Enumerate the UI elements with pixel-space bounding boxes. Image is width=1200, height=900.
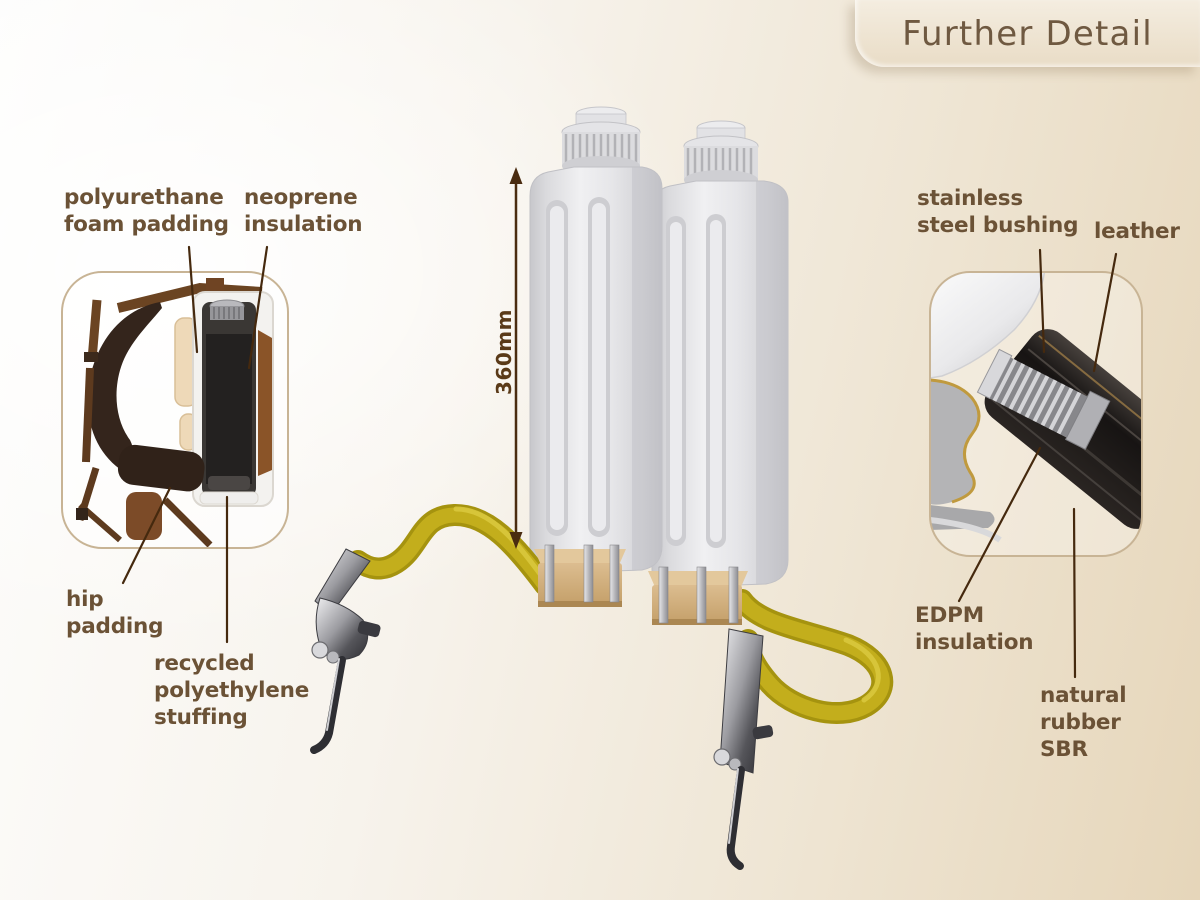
- side-panel: [258, 330, 272, 476]
- label-natural-rubber-sbr: natural rubber SBR: [1040, 683, 1127, 763]
- right-inset-border: [929, 271, 1143, 557]
- harness-strap: [82, 367, 94, 463]
- harness-top-strap: [116, 282, 263, 313]
- label-stainless-steel-bushing: stainless steel bushing: [917, 186, 1079, 239]
- cross-section-face: [930, 380, 979, 505]
- callout-line-hip: [121, 486, 172, 585]
- dimension-label: 360mm: [492, 309, 516, 395]
- nozzle-knob: [357, 620, 381, 638]
- base-clip: [728, 566, 739, 624]
- harness-strap: [87, 299, 102, 361]
- hip-pad-dark: [117, 444, 205, 492]
- cap-ribs: [213, 307, 240, 319]
- callout-lines: [121, 245, 1118, 679]
- base-clip: [658, 566, 669, 624]
- callout-line-leather: [1092, 252, 1118, 373]
- label-polyurethane-foam-padding: polyurethane foam padding: [64, 185, 229, 238]
- page-title: Further Detail: [902, 13, 1153, 54]
- title-box: Further Detail: [855, 0, 1200, 67]
- callout-line-bushing: [1038, 248, 1046, 354]
- case-tab: [206, 278, 224, 294]
- right-inset: [929, 271, 1143, 557]
- callout-line-edpm: [957, 446, 1042, 603]
- nozzle-barrel: [726, 766, 745, 870]
- base-clip: [696, 566, 707, 624]
- left-inset-illustration: [76, 278, 274, 548]
- nozzle-hinge: [713, 748, 731, 766]
- hose-left: [347, 504, 556, 596]
- strap-buckle: [84, 352, 98, 362]
- harness-shoulder-pad: [87, 302, 162, 472]
- arrowhead-down: [509, 532, 523, 549]
- label-recycled-polyethylene-stuffing: recycled polyethylene stuffing: [154, 651, 310, 731]
- nozzle-hinge: [311, 641, 329, 659]
- tank-left: [529, 106, 663, 574]
- hip-pad-light: [126, 492, 162, 540]
- chrome-sliver: [930, 517, 1002, 543]
- hose-right: [731, 589, 894, 724]
- gold-trim: [930, 378, 981, 504]
- case-bottom-ledge: [199, 491, 259, 505]
- base-clip: [583, 544, 594, 603]
- label-edpm-insulation: EDPM insulation: [915, 603, 1034, 656]
- label-hip-padding: hip padding: [66, 587, 164, 640]
- label-neoprene-insulation: neoprene insulation: [244, 185, 363, 238]
- left-inset: [61, 271, 289, 549]
- base-clip: [609, 544, 620, 603]
- base-clip: [544, 544, 555, 603]
- nozzle-right: [713, 628, 774, 870]
- threaded-bushing: [976, 348, 1111, 451]
- tank-base-right: [648, 566, 748, 625]
- callout-line-neoprene: [247, 245, 269, 370]
- callout-line-sbr: [1072, 507, 1077, 679]
- nozzle-left: [310, 548, 381, 754]
- tank-base-left: [534, 544, 626, 607]
- nozzle-barrel: [310, 656, 346, 754]
- dimension-arrow: [509, 167, 523, 549]
- inner-tank: [206, 334, 252, 484]
- right-inset-illustration: [930, 272, 1142, 543]
- left-inset-border: [61, 271, 289, 549]
- hip-strap: [162, 497, 213, 548]
- nozzle-knob: [752, 725, 774, 740]
- label-leather: leather: [1094, 219, 1180, 244]
- case-bracket: [208, 476, 250, 490]
- hip-buckle: [76, 508, 88, 520]
- arrowhead-up: [509, 167, 523, 184]
- callout-line-polyurethane: [187, 245, 199, 354]
- tank-right: [651, 120, 789, 588]
